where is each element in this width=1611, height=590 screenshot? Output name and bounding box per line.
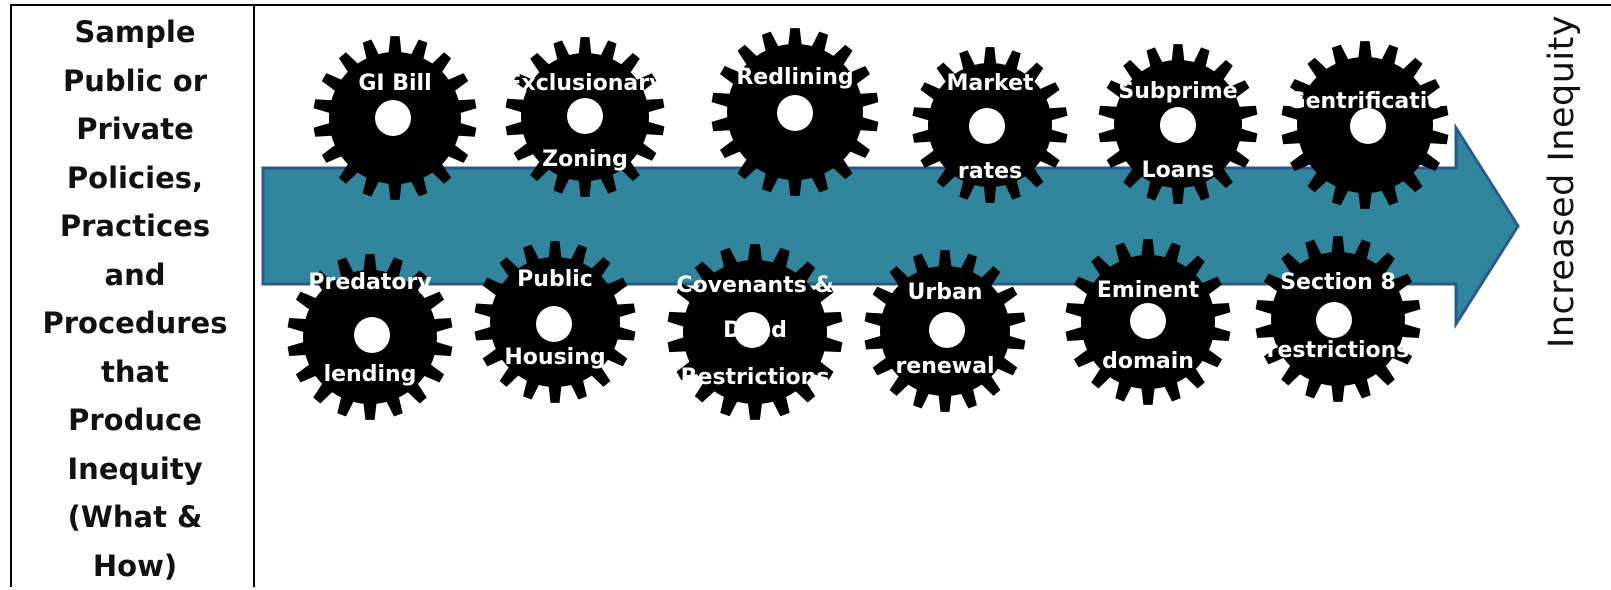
gear-label: Loans (1142, 158, 1215, 183)
gear-predatory-lending: Predatory lending (288, 254, 453, 420)
gear-hole (536, 306, 572, 342)
gear-hole (929, 312, 965, 348)
gear-label: lending (324, 362, 417, 387)
gear-label: Eminent (1097, 278, 1200, 303)
gear-label: Gentrificatio (1288, 89, 1443, 114)
gear-label: Covenants & (676, 273, 833, 298)
gear-label: Exclusionary (507, 71, 664, 96)
gear-label: domain (1102, 349, 1194, 374)
gear-hole (1160, 107, 1196, 143)
gear-label: Predatory (308, 270, 431, 295)
gear-label: rates (958, 159, 1022, 184)
gear-label: Deed (723, 318, 787, 343)
increased-inequity-label: Increased Inequity (1542, 128, 1582, 348)
gear-hole (354, 317, 390, 353)
gear-hole (375, 100, 411, 136)
gear-hole (777, 95, 813, 131)
gear-label: Zoning (542, 147, 628, 172)
gear-label: Section 8 (1280, 270, 1396, 295)
gear-label: Restrictions (681, 365, 830, 390)
gear-label: Public (517, 267, 593, 292)
gear-label: Subprime (1118, 79, 1237, 104)
gear-hole (969, 108, 1005, 144)
gear-hole (1316, 302, 1352, 338)
gear-label: renewal (895, 354, 994, 379)
gear-hole (1130, 303, 1166, 339)
gear-label: Redlining (736, 65, 853, 90)
gear-label: GI Bill (358, 71, 431, 96)
gear-label: Market (946, 71, 1034, 96)
gear-label: Housing (504, 345, 605, 370)
gear-hole (567, 98, 603, 134)
gear-label: Urban (908, 280, 983, 305)
gear-label: restrictions (1267, 338, 1410, 363)
